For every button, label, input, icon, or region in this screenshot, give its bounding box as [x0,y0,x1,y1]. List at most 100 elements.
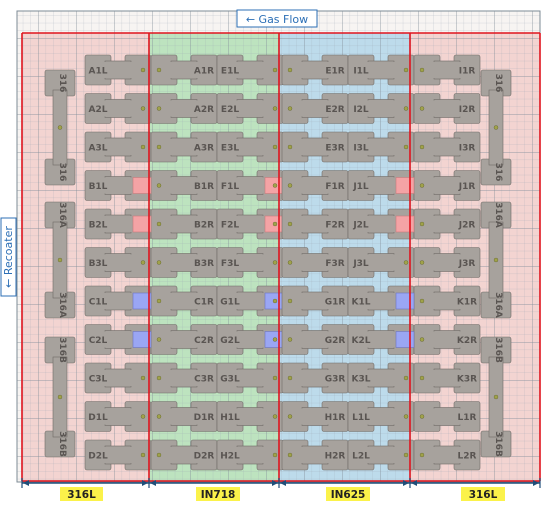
specimen-dot [140,260,146,265]
specimen-label: I1R [459,67,476,77]
specimen-g2r: G2R [281,324,349,355]
blue-block [395,331,415,348]
red-block [132,215,152,233]
specimen-f3l: F3L [216,247,284,278]
specimen-l1l: L1L [347,401,415,432]
specimen-label: L1R [458,413,477,423]
specimen-label: K2L [352,336,371,346]
specimen-i3r: I3R [413,131,481,163]
specimen-label: L1L [352,413,370,423]
specimen-label: K2R [457,336,477,346]
specimen-dot [287,260,293,265]
specimen-gauge-fill [300,177,330,194]
specimen-dot [419,221,425,227]
specimen-gauge-fill [169,177,199,194]
specimen-label: K1L [352,298,371,308]
specimen-d1l: D1L [84,401,152,432]
region-label-bg [60,487,103,501]
dimension-arrow-right [403,480,409,486]
specimen-label: A3L [89,144,108,154]
specimen-dot [272,298,278,304]
dimension-arrow-left [280,480,286,486]
specimen-label: B3L [89,259,108,269]
specimen-gauge-fill [235,370,265,386]
blue-block [132,331,152,348]
specimen-dot [287,337,293,342]
specimen-a1l: A1L [84,54,152,86]
specimen-gauge-fill [366,100,396,117]
specimen-gauge-fill [169,100,199,117]
specimen-gauge-fill [103,370,133,386]
vertical-label-top: 316 [493,74,503,93]
specimen-gauge-fill [235,100,265,117]
specimen-dot [419,375,425,381]
specimen-label: G2L [220,336,240,346]
specimen-dot [272,106,278,111]
specimen-gauge-fill [103,408,133,425]
specimen-label: K1R [457,298,477,308]
specimen-label: J1R [458,182,476,192]
red-block [395,215,415,233]
specimen-gauge-fill [103,254,133,271]
gas-flow-label-box: ← Gas Flow [236,9,318,28]
region-label-3: IN625 [326,487,370,501]
specimen-k3l: K3L [347,362,415,394]
specimen-label: J3L [352,259,369,269]
specimen-dot [272,183,278,188]
blue-block [395,292,415,310]
gas-flow-label: ← Gas Flow [246,13,308,26]
red-block [395,177,415,194]
specimen-gauge-fill [366,139,396,155]
specimen-dot [403,67,409,73]
specimen-label: B1R [194,182,214,192]
specimen-label: L2L [352,452,370,462]
specimen-c2r: C2R [132,324,218,355]
dimension-arrow-left [150,480,156,486]
specimen-label: J2R [458,221,476,231]
specimen-gauge-fill [366,331,396,348]
vertical-dot [57,257,63,263]
specimen-dot [156,298,162,304]
specimen-gauge-fill [169,216,199,232]
specimen-dot [287,452,293,458]
specimen-label: C2R [194,336,214,346]
specimen-dot [403,144,409,150]
specimen-label: B2L [89,221,108,231]
specimen-g3l: G3L [216,362,284,394]
dimension-arrow-left [23,480,29,486]
specimen-g1l: G1L [216,285,284,317]
region-label-text: 316L [469,489,498,501]
specimen-e2r: E2R [281,93,349,124]
specimen-label: K3R [457,375,477,385]
specimen-dot [272,414,278,419]
specimen-label: C3L [89,375,108,385]
recoater-label: ← Recoater [2,226,15,288]
specimen-gauge-fill [300,370,330,386]
specimen-b1r: B1R [132,170,218,201]
recoater-box [0,217,17,297]
specimen-e3l: E3L [216,131,284,163]
specimen-f3r: F3R [281,247,349,278]
specimen-j3r: J3R [413,247,481,278]
specimen-k2r: K2R [395,324,481,355]
vertical-label-top: 316A [57,202,67,228]
specimen-gauge-fill [103,62,133,78]
specimen-f1r: F1R [281,170,349,201]
specimen-i1r: I1R [413,54,481,86]
vertical-label-top: 316 [57,74,67,93]
specimen-d2r: D2R [150,439,218,471]
vertical-label-top: 316B [493,337,503,363]
specimen-dot [419,183,425,188]
specimen-dot [419,298,425,304]
specimen-gauge-fill [366,216,396,232]
specimen-e2l: E2L [216,93,284,124]
specimen-gauge-fill [366,447,396,463]
dimension-arrow-right [533,480,539,486]
specimen-gauge-fill [432,177,462,194]
specimen-dot [272,260,278,265]
specimen-gauge-fill [169,254,199,271]
specimen-label: J3R [458,259,476,269]
region-label-bg [196,487,240,501]
red-block [132,177,152,194]
specimen-label: A1R [194,67,214,77]
